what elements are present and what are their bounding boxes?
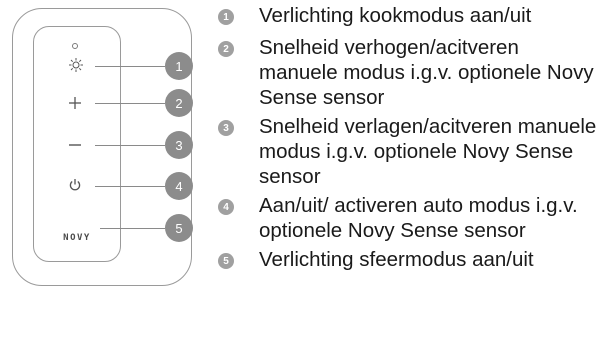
legend-number-badge: 1 — [218, 9, 234, 25]
leader-line-5 — [100, 228, 165, 229]
plus-icon[interactable] — [67, 95, 83, 111]
minus-icon[interactable] — [67, 137, 83, 153]
leader-line-1 — [95, 66, 165, 67]
led-indicator — [72, 43, 78, 49]
leader-line-2 — [95, 103, 165, 104]
light-icon[interactable] — [68, 57, 84, 73]
legend-item: 4 Aan/uit/ activeren auto modus i.g.v. o… — [218, 193, 603, 243]
novy-logo[interactable]: NOVY — [63, 233, 91, 243]
legend-text: Verlichting kookmodus aan/uit — [259, 4, 532, 27]
legend-text: Snelheid verlagen/acitveren manuele modu… — [259, 115, 597, 188]
callout-badge-4: 4 — [165, 172, 193, 200]
legend-text: Verlichting sfeermodus aan/uit — [259, 248, 534, 271]
callout-badge-5: 5 — [165, 214, 193, 242]
callout-badge-3: 3 — [165, 131, 193, 159]
callout-badge-2: 2 — [165, 89, 193, 117]
legend-text: Snelheid verhogen/acitveren manuele modu… — [259, 36, 594, 109]
power-icon[interactable] — [68, 178, 82, 192]
callout-badge-1: 1 — [165, 52, 193, 80]
legend-number-badge: 2 — [218, 41, 234, 57]
legend-item: 1 Verlichting kookmodus aan/uit — [218, 3, 603, 28]
legend-number-badge: 3 — [218, 120, 234, 136]
legend-item: 5 Verlichting sfeermodus aan/uit — [218, 247, 603, 272]
legend-text: Aan/uit/ activeren auto modus i.g.v. opt… — [259, 194, 578, 242]
legend-list: 1 Verlichting kookmodus aan/uit 2 Snelhe… — [218, 0, 603, 272]
legend-item: 2 Snelheid verhogen/acitveren manuele mo… — [218, 35, 603, 110]
remote-button-panel — [33, 26, 121, 262]
legend-item: 3 Snelheid verlagen/acitveren manuele mo… — [218, 114, 603, 189]
leader-line-4 — [95, 186, 165, 187]
leader-line-3 — [95, 145, 165, 146]
legend-number-badge: 5 — [218, 253, 234, 269]
legend-number-badge: 4 — [218, 199, 234, 215]
